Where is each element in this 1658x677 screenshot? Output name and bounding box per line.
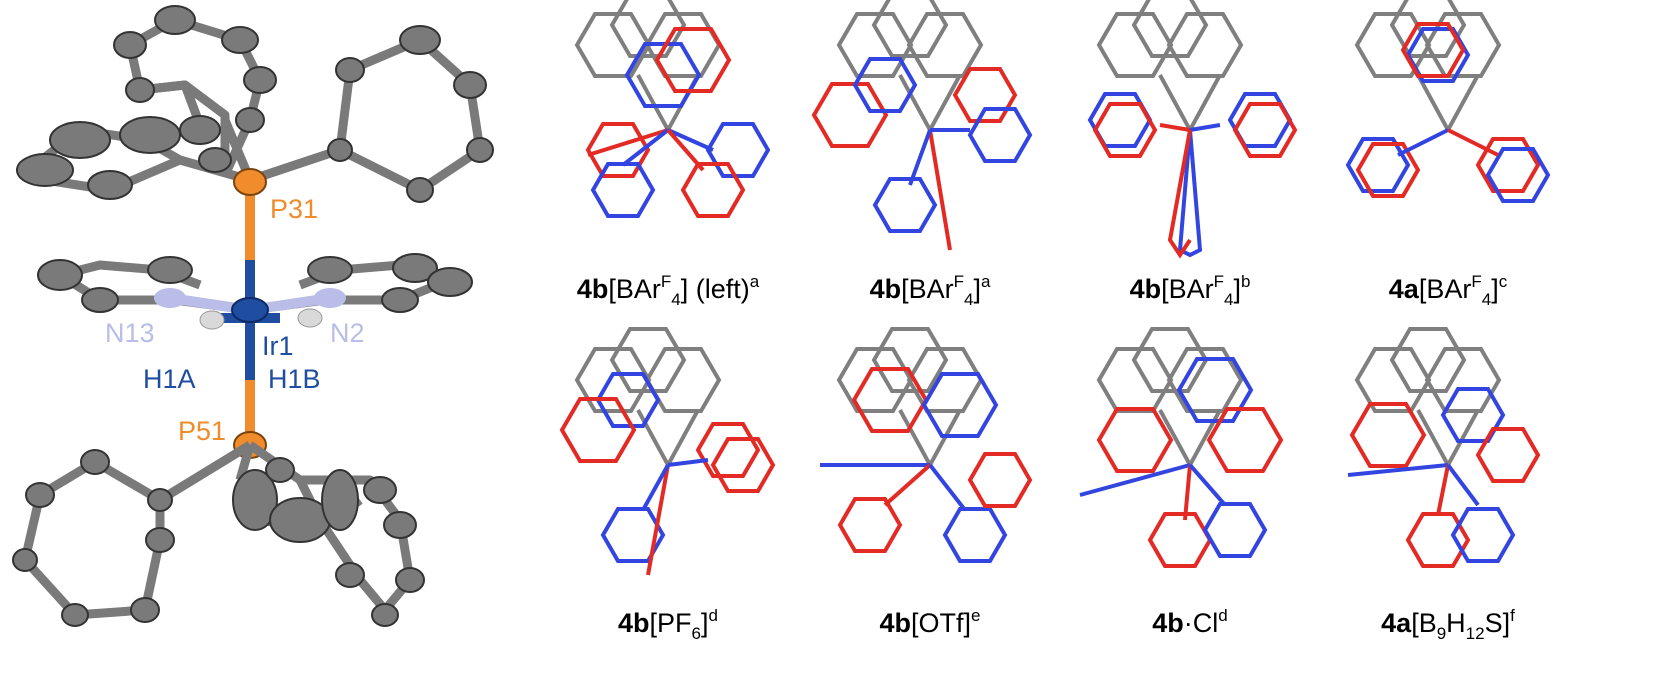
pyridine-carbon-atoms: [37, 253, 473, 313]
overlay-panel-4: [1346, 0, 1550, 203]
overlay-panel-6: [820, 329, 1032, 563]
caption-segment: ]: [973, 274, 981, 304]
caption-segment: d: [1218, 606, 1227, 625]
caption-segment: a: [981, 272, 991, 291]
label-n13: N13: [105, 318, 155, 348]
caption-segment: ]: [1491, 274, 1499, 304]
caption-segment: S]: [1485, 608, 1511, 638]
caption-compound: 4a: [1381, 608, 1412, 638]
caption-segment: a: [750, 272, 760, 291]
caption-segment: [BAr: [1161, 274, 1214, 304]
caption-panel-4: 4a[BArF4]c: [1389, 272, 1508, 309]
caption-panel-6: 4b[OTf]e: [880, 606, 981, 638]
caption-compound: 4b: [870, 274, 902, 304]
caption-compound: 4b: [1152, 608, 1184, 638]
caption-segment: 12: [1466, 624, 1485, 643]
caption-compound: 4b: [1130, 274, 1162, 304]
p31-atom: [233, 168, 267, 196]
label-p51: P51: [178, 416, 226, 446]
h1a-atom: [199, 310, 225, 330]
overlay-panel-7: [1079, 329, 1283, 568]
label-ir1: Ir1: [262, 331, 294, 361]
overlay-panel-3: [1088, 0, 1297, 259]
caption-segment: b: [1241, 272, 1250, 291]
caption-segment: F: [1471, 272, 1481, 291]
caption-segment: ]: [701, 608, 709, 638]
n13-atom: [154, 288, 186, 308]
crystal-structure-ortep: P31 P51 N13 N2 Ir1 H1A H1B: [12, 5, 494, 627]
lower-phenyl-rings: [20, 441, 415, 620]
caption-segment: ·Cl: [1184, 608, 1219, 638]
upper-carbon-atoms: [16, 5, 494, 203]
caption-segment: [OTf]: [911, 608, 971, 638]
label-h1b: H1B: [268, 364, 321, 394]
h1b-atom: [297, 308, 323, 328]
overlay-panel-8: [1347, 329, 1540, 568]
caption-segment: [BAr: [901, 274, 954, 304]
n2-atom: [314, 288, 346, 308]
overlay-panel-5: [560, 329, 775, 576]
ir1-atom: [231, 297, 269, 323]
caption-compound: 4b: [618, 608, 650, 638]
caption-panel-1: 4b[BArF4] (left)a: [577, 272, 760, 309]
caption-compound: 4a: [1389, 274, 1420, 304]
caption-segment: [B: [1411, 608, 1437, 638]
caption-segment: e: [971, 606, 980, 625]
caption-segment: 9: [1437, 624, 1446, 643]
caption-segment: 4: [1224, 290, 1233, 309]
overlay-panel-1: [577, 0, 770, 218]
caption-panel-2: 4b[BArF4]a: [870, 272, 991, 309]
caption-segment: H: [1446, 608, 1466, 638]
label-n2: N2: [330, 318, 365, 348]
caption-segment: ]: [1233, 274, 1241, 304]
caption-segment: [BAr: [608, 274, 661, 304]
caption-panel-7: 4b·Cld: [1152, 606, 1227, 638]
caption-segment: ] (left): [681, 274, 750, 304]
caption-segment: 4: [671, 290, 680, 309]
caption-segment: c: [1499, 272, 1508, 291]
caption-segment: f: [1510, 606, 1515, 625]
caption-segment: 6: [692, 624, 701, 643]
caption-segment: [BAr: [1419, 274, 1472, 304]
overlay-panel-2: [812, 0, 1032, 251]
label-h1a: H1A: [143, 364, 196, 394]
caption-panel-5: 4b[PF6]d: [618, 606, 718, 643]
caption-compound: 4b: [880, 608, 912, 638]
caption-panel-8: 4a[B9H12S]f: [1381, 606, 1515, 643]
caption-compound: 4b: [577, 274, 609, 304]
caption-segment: 4: [1482, 290, 1491, 309]
lower-carbon-atoms: [12, 449, 425, 627]
caption-segment: F: [661, 272, 671, 291]
caption-segment: d: [709, 606, 718, 625]
caption-panel-3: 4b[BArF4]b: [1130, 272, 1251, 309]
label-p31: P31: [270, 194, 318, 224]
caption-segment: [PF: [650, 608, 692, 638]
caption-segment: F: [954, 272, 964, 291]
caption-segment: F: [1214, 272, 1224, 291]
caption-segment: 4: [964, 290, 973, 309]
